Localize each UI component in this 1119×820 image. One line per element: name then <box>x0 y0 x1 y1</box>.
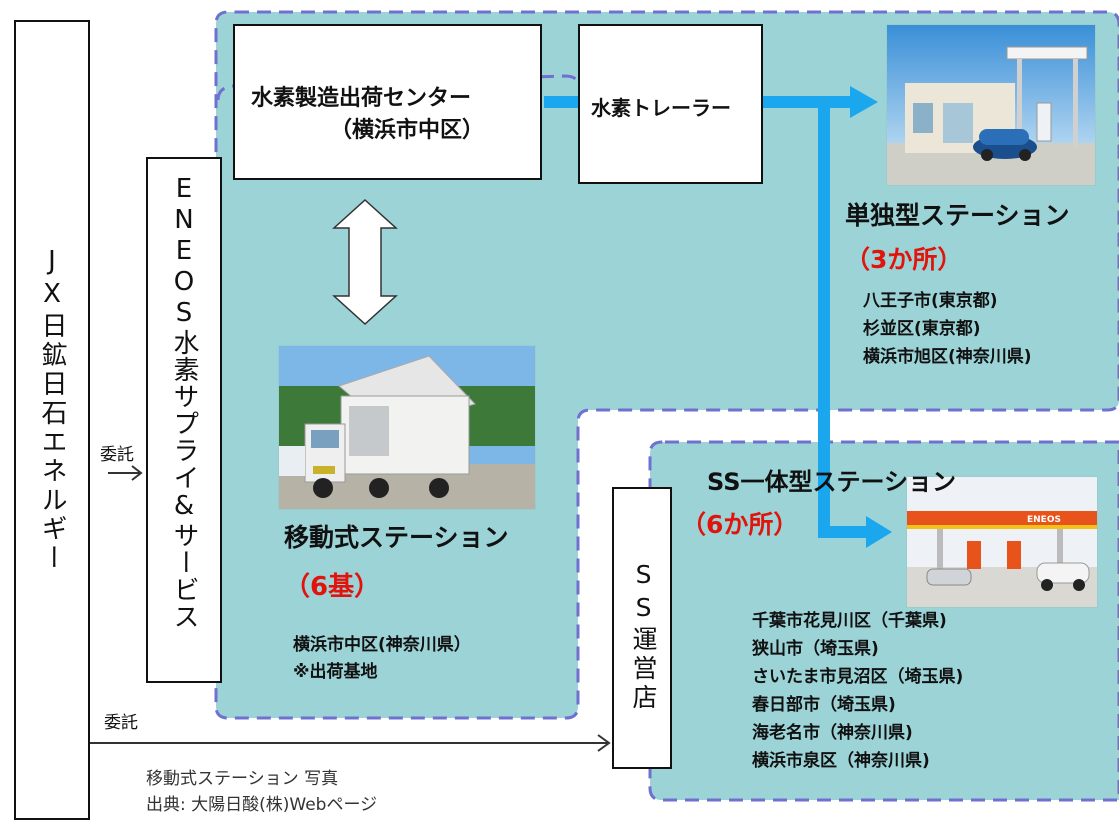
photo-caption-line1: 移動式ステーション 写真 <box>146 769 339 789</box>
ss-station-photo: ENEOS <box>906 476 1098 608</box>
commission-label-1: 委託 <box>100 445 134 465</box>
mobile-count: （6基） <box>284 572 381 602</box>
jx-label: JX日鉱日石エネルギー <box>37 246 67 573</box>
pipe-arrow-bottom <box>866 516 892 548</box>
eneos-label: ENEOS水素サプライ&サービス <box>169 174 199 630</box>
standalone-locations: 八王子市(東京都) 杉並区(東京都) 横浜市旭区(神奈川県) <box>863 287 1032 371</box>
commission-label-2: 委託 <box>104 713 138 733</box>
mobile-title: 移動式ステーション <box>284 523 509 552</box>
ss-count: （6か所） <box>681 510 799 539</box>
pipe-vertical <box>818 100 830 536</box>
jx-box <box>14 20 90 820</box>
ss-title: SS一体型ステーション <box>707 468 957 496</box>
pipe-arrow-top <box>850 86 878 118</box>
ss-location: 海老名市（神奈川県) <box>752 723 913 743</box>
pipe-trailer-right <box>763 96 853 108</box>
ss-location: 横浜市泉区（神奈川県) <box>752 751 930 771</box>
ss-location: 春日部市（埼玉県) <box>752 695 896 715</box>
eneos-box <box>146 157 222 683</box>
standalone-station-photo <box>886 24 1096 186</box>
ss-store-box <box>612 487 672 769</box>
double-arrow <box>332 198 398 326</box>
mobile-note: ※出荷基地 <box>293 662 378 682</box>
ss-location: 狭山市（埼玉県) <box>752 639 879 659</box>
standalone-location: 杉並区(東京都) <box>863 319 981 339</box>
mobile-station-photo <box>278 345 536 510</box>
pipe-bottom <box>818 526 868 538</box>
trailer-box <box>578 24 763 184</box>
standalone-count: （3か所） <box>845 245 963 274</box>
commission-arrow-head-2 <box>597 734 611 752</box>
standalone-title: 単独型ステーション <box>845 201 1070 230</box>
ss-location: さいたま市見沼区（埼玉県) <box>752 667 964 687</box>
trailer-label: 水素トレーラー <box>591 96 731 120</box>
photo-caption-line2: 出典: 大陽日酸(株)Webページ <box>146 795 378 815</box>
commission-arrow-head-1 <box>131 465 143 481</box>
production-center-line2: （横浜市中区） <box>330 118 485 143</box>
pipe-center-trailer <box>544 96 580 108</box>
production-center-line1: 水素製造出荷センター <box>251 86 472 111</box>
mobile-location: 横浜市中区(神奈川県） <box>293 635 471 655</box>
ss-location: 千葉市花見川区（千葉県) <box>752 611 947 631</box>
main-panel <box>214 10 1119 720</box>
standalone-location: 横浜市旭区(神奈川県) <box>863 347 1032 367</box>
eneos-sign: ENEOS <box>1027 515 1061 525</box>
ss-store-label: SS運営店 <box>629 560 658 713</box>
production-center-box <box>233 24 542 180</box>
standalone-location: 八王子市(東京都) <box>863 291 998 311</box>
ss-locations: 千葉市花見川区（千葉県) 狭山市（埼玉県) さいたま市見沼区（埼玉県) 春日部市… <box>752 607 963 775</box>
